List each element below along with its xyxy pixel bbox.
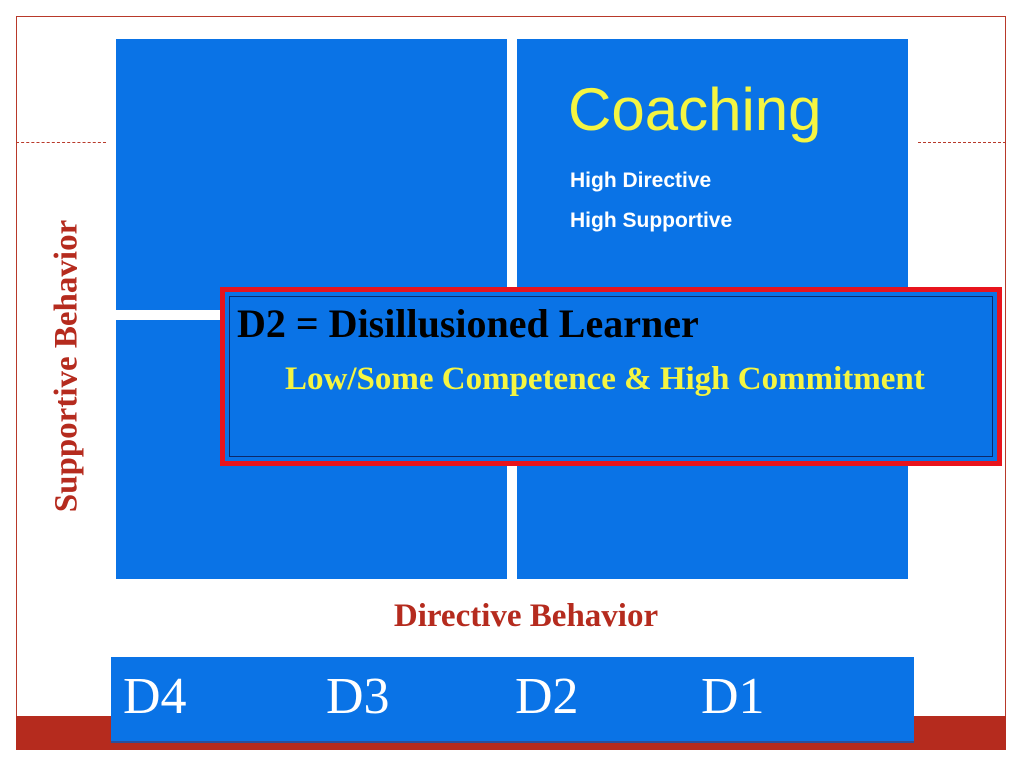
x-axis-label: Directive Behavior xyxy=(393,598,659,634)
callout-heading: D2 = Disillusioned Learner xyxy=(237,301,699,346)
quadrant-top-right xyxy=(517,39,908,310)
quadrant-top-left xyxy=(116,39,507,310)
y-axis-label: Supportive Behavior xyxy=(48,219,85,513)
development-level-d4: D4 xyxy=(123,668,187,725)
development-level-d2: D2 xyxy=(515,668,579,725)
development-level-d1: D1 xyxy=(701,668,765,725)
coaching-line-directive: High Directive xyxy=(570,169,712,192)
development-level-d3: D3 xyxy=(326,668,390,725)
right-dashed-divider xyxy=(918,142,1006,143)
callout-subtext: Low/Some Competence & High Commitment xyxy=(285,361,925,397)
left-dashed-divider xyxy=(16,142,106,143)
coaching-line-supportive: High Supportive xyxy=(570,209,733,232)
d2-callout-box: D2 = Disillusioned Learner Low/Some Comp… xyxy=(220,287,1002,466)
coaching-title: Coaching xyxy=(568,76,822,143)
callout-inner-border xyxy=(229,296,993,457)
development-level-bar: D4 D3 D2 D1 xyxy=(111,657,914,743)
